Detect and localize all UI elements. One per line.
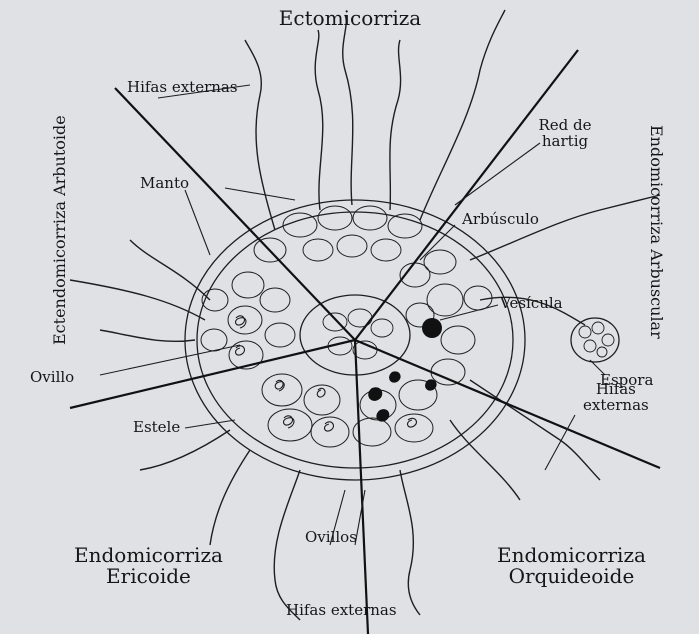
label-ovillos: Ovillos	[305, 530, 357, 545]
spore	[571, 318, 619, 362]
sector-title-endomicorriza-ericoide: Endomicorriza Ericoide	[74, 545, 223, 587]
label-arbusculo: Arbúsculo	[462, 212, 539, 227]
cortex-cells	[201, 206, 492, 447]
hifas-externas-right-line2: externas	[583, 398, 649, 414]
spore-inner	[579, 322, 614, 357]
label-estele: Estele	[133, 420, 180, 435]
sector-title-endomicorriza-arbuscular: Endomicorriza Arbuscular	[648, 125, 664, 339]
orquideoide-line1: Endomicorriza	[497, 545, 646, 566]
sector-title-endomicorriza-orquideoide: Endomicorriza Orquideoide	[497, 545, 646, 587]
label-red-de-hartig: Red de hartig	[538, 118, 591, 150]
red-de-hartig-line2: hartig	[538, 134, 591, 150]
label-hifas-externas-right: Hifas externas	[583, 382, 649, 414]
orquideoide-line2: Orquideoide	[497, 566, 646, 587]
label-ovillo: Ovillo	[30, 370, 74, 385]
ericoide-line1: Endomicorriza	[74, 545, 223, 566]
sector-title-ectomicorriza: Ectomicorriza	[279, 8, 421, 28]
label-hifas-externas-top: Hifas externas	[127, 80, 238, 95]
label-manto: Manto	[140, 176, 189, 191]
sector-title-ectendomicorriza-arbutoide: Ectendomicorriza Arbutoide	[52, 115, 68, 345]
vesicle	[422, 318, 442, 338]
label-hifas-externas-bottom: Hifas externas	[286, 603, 397, 618]
external-hyphae	[70, 10, 660, 620]
ovillo-coils	[236, 316, 417, 431]
orquideoide-coils	[368, 371, 436, 421]
ericoide-line2: Ericoide	[74, 566, 223, 587]
label-vesicula: Vesícula	[500, 296, 563, 311]
